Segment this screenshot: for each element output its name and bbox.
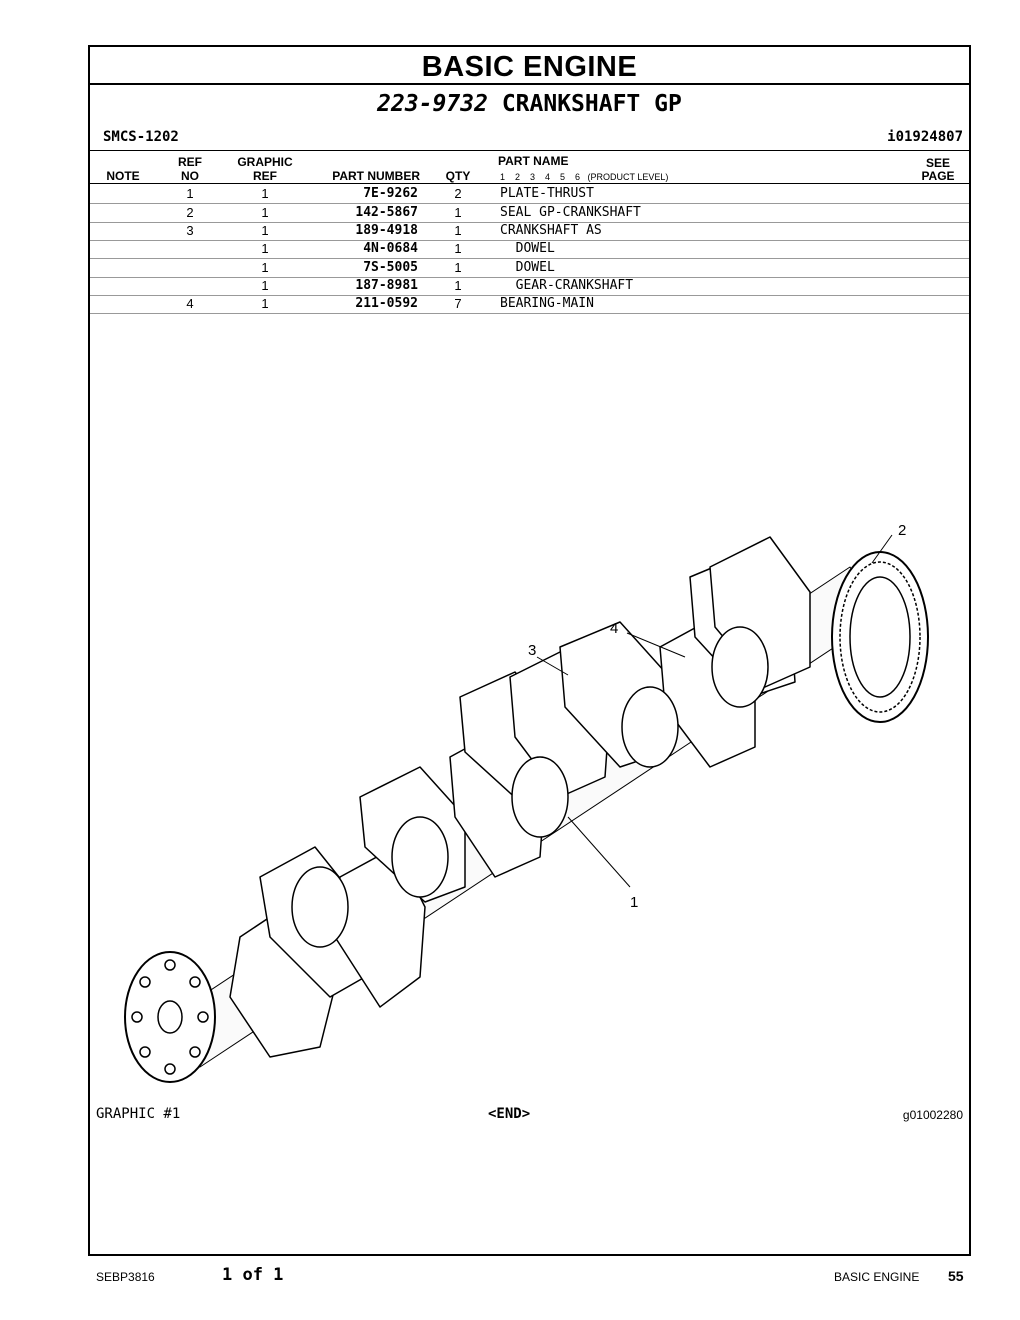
group-name: CRANKSHAFT GP <box>501 91 682 117</box>
row-ref-no: 1 <box>186 186 194 201</box>
header-part-name: PART NAME <box>498 154 569 168</box>
header-see-bottom: PAGE <box>921 169 955 183</box>
graphic-label: GRAPHIC #1 <box>96 1106 181 1122</box>
crankshaft-illustration: 1 2 3 4 <box>124 522 929 1083</box>
illustration-id: i01924807 <box>887 129 963 145</box>
row-graphic-ref: 1 <box>261 241 269 256</box>
row-qty: 2 <box>454 186 462 201</box>
callout-2: 2 <box>898 522 906 539</box>
row-qty: 1 <box>454 223 462 238</box>
callout-1: 1 <box>630 894 638 911</box>
footer-doc-number: SEBP3816 <box>96 1270 155 1284</box>
table-top-rule <box>90 150 969 151</box>
row-part-number: 4N-0684 <box>363 241 418 256</box>
table-row: 4 1 211-0592 7 BEARING-MAIN <box>90 295 969 314</box>
footer-page-of: 1 of 1 <box>222 1265 284 1285</box>
table-row: 1 187-8981 1 GEAR-CRANKSHAFT <box>90 277 969 296</box>
row-graphic-ref: 1 <box>261 296 269 311</box>
row-part-number: 187-8981 <box>355 278 418 293</box>
table-row: 2 1 142-5867 1 SEAL GP-CRANKSHAFT <box>90 204 969 223</box>
row-part-number: 7E-9262 <box>363 186 418 201</box>
row-graphic-ref: 1 <box>261 223 269 238</box>
footer-page-number: 55 <box>948 1268 964 1284</box>
row-part-number: 189-4918 <box>355 223 418 238</box>
row-graphic-ref: 1 <box>261 278 269 293</box>
header-product-levels: 1 2 3 4 5 6 (PRODUCT LEVEL) <box>500 172 669 182</box>
table-row: 1 4N-0684 1 DOWEL <box>90 240 969 259</box>
header-graphic-top: GRAPHIC <box>237 155 293 169</box>
row-part-number: 7S-5005 <box>363 260 418 275</box>
header-bottom-rule <box>90 183 969 184</box>
header-graphic-bottom: REF <box>253 169 277 183</box>
row-graphic-ref: 1 <box>261 260 269 275</box>
row-ref-no: 3 <box>186 223 194 238</box>
row-qty: 1 <box>454 205 462 220</box>
row-qty: 7 <box>454 296 462 311</box>
smcs-code: SMCS-1202 <box>103 129 179 145</box>
group-number: 223-9732 <box>377 91 488 117</box>
row-part-name: PLATE-THRUST <box>500 186 594 201</box>
row-part-name: DOWEL <box>500 260 555 275</box>
header-note: NOTE <box>106 169 140 183</box>
row-part-number: 142-5867 <box>355 205 418 220</box>
row-graphic-ref: 1 <box>261 186 269 201</box>
table-row: 3 1 189-4918 1 CRANKSHAFT AS <box>90 222 969 241</box>
header-part-number: PART NUMBER <box>332 169 420 183</box>
row-qty: 1 <box>454 278 462 293</box>
row-qty: 1 <box>454 241 462 256</box>
callout-4: 4 <box>610 620 618 637</box>
table-row: 1 7S-5005 1 DOWEL <box>90 259 969 278</box>
header-ref-top: REF <box>178 155 202 169</box>
end-marker: <END> <box>488 1106 531 1122</box>
header-ref-bottom: NO <box>181 169 199 183</box>
section-title: BASIC ENGINE <box>421 51 638 83</box>
row-part-name: SEAL GP-CRANKSHAFT <box>500 205 641 220</box>
header-see-top: SEE <box>925 156 950 170</box>
row-part-name: BEARING-MAIN <box>500 296 594 311</box>
row-ref-no: 4 <box>186 296 194 311</box>
row-part-name: CRANKSHAFT AS <box>500 223 602 238</box>
row-qty: 1 <box>454 260 462 275</box>
table-row: 1 1 7E-9262 2 PLATE-THRUST <box>90 185 969 204</box>
group-title: 223-9732 CRANKSHAFT GP <box>90 91 969 117</box>
row-graphic-ref: 1 <box>261 205 269 220</box>
footer-section: BASIC ENGINE <box>834 1270 920 1284</box>
parts-page-frame: BASIC ENGINE 223-9732 CRANKSHAFT GP SMCS… <box>88 45 971 1256</box>
graphic-number: g01002280 <box>902 1108 963 1122</box>
row-part-number: 211-0592 <box>355 296 418 311</box>
section-title-bar: BASIC ENGINE <box>90 47 969 85</box>
row-ref-no: 2 <box>186 205 194 220</box>
row-part-name: GEAR-CRANKSHAFT <box>500 278 634 293</box>
header-qty: QTY <box>445 169 471 183</box>
row-part-name: DOWEL <box>500 241 555 256</box>
callout-3: 3 <box>528 642 536 659</box>
